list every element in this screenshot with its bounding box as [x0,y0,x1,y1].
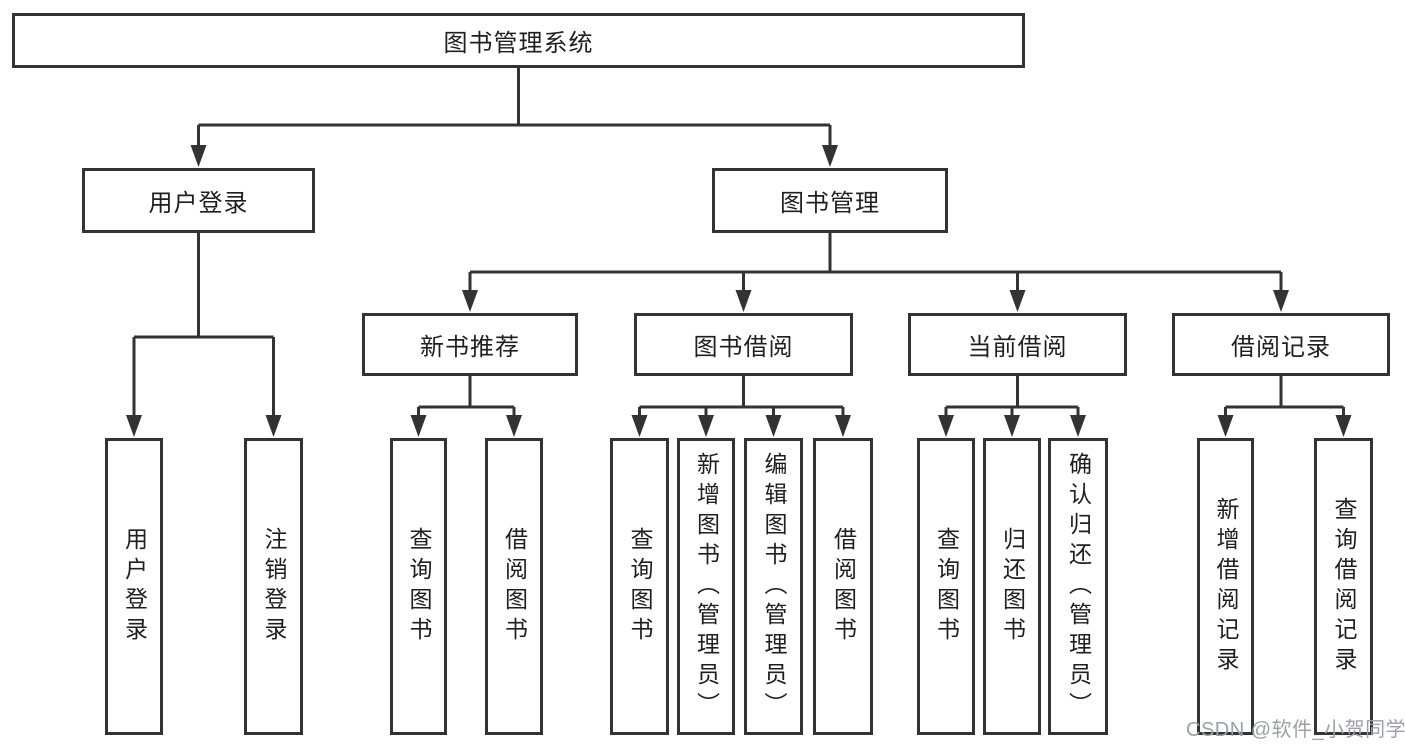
leaf-rec-query-book-label: 查询图书 [406,526,432,647]
leaf-bb-edit-book-admin-label: 编辑图书（管理员） [761,451,787,722]
arrow-down-icon [126,415,142,437]
arrow-down-icon [1273,290,1289,312]
leaf-logout-label: 注销登录 [261,526,287,647]
node-user-login: 用户登录 [82,168,315,233]
leaf-br-query-record: 查询借阅记录 [1314,438,1373,735]
arrowheads [126,145,1352,437]
node-book-borrowing: 图书借阅 [634,313,853,376]
leaf-cb-return-book-label: 归还图书 [999,526,1026,647]
node-book-management: 图书管理 [712,168,948,233]
arrow-down-icon [698,415,714,437]
node-borrowing-records: 借阅记录 [1172,313,1390,376]
arrow-down-icon [735,290,752,312]
arrow-down-icon [462,290,478,312]
leaf-cb-confirm-return-admin: 确认归还（管理员） [1048,438,1108,735]
arrow-down-icon [1070,415,1086,437]
node-new-book-recommend: 新书推荐 [362,313,578,376]
arrow-down-icon [1335,415,1352,437]
leaf-br-query-record-label: 查询借阅记录 [1331,496,1357,677]
leaf-rec-borrow-book: 借阅图书 [485,438,543,735]
node-user-login-label: 用户登录 [148,190,249,217]
arrow-down-icon [835,415,851,437]
arrow-down-icon [190,145,207,167]
csdn-watermark: CSDN @软件_小贺同学 [1186,719,1405,741]
node-book-borrowing-label: 图书借阅 [693,334,794,361]
arrow-down-icon [938,415,954,437]
arrow-down-icon [822,145,838,167]
arrow-down-icon [631,415,648,437]
leaf-br-add-record-label: 新增借阅记录 [1213,496,1239,677]
node-root-label: 图书管理系统 [443,30,594,57]
arrow-down-icon [1004,415,1020,437]
leaf-bb-edit-book-admin: 编辑图书（管理员） [744,438,803,735]
node-book-management-label: 图书管理 [780,190,880,217]
leaf-user-login: 用户登录 [105,438,163,735]
leaf-bb-query-book: 查询图书 [610,438,669,735]
leaf-cb-query-book: 查询图书 [917,438,975,735]
leaf-cb-return-book: 归还图书 [983,438,1041,735]
leaf-bb-query-book-label: 查询图书 [627,526,653,647]
leaf-bb-add-book-admin-label: 新增图书（管理员） [693,451,720,722]
leaf-logout: 注销登录 [244,438,303,735]
leaf-rec-query-book: 查询图书 [390,438,447,735]
arrow-down-icon [765,415,782,437]
leaf-rec-borrow-book-label: 借阅图书 [501,526,528,647]
arrow-down-icon [410,415,427,437]
leaf-bb-add-book-admin: 新增图书（管理员） [677,438,735,735]
leaf-cb-confirm-return-admin-label: 确认归还（管理员） [1065,451,1092,722]
arrow-down-icon [1009,290,1026,312]
arrow-down-icon [506,415,522,437]
arrow-down-icon [1217,415,1234,437]
leaf-cb-query-book-label: 查询图书 [933,526,960,647]
leaf-bb-borrow-book-label: 借阅图书 [830,526,857,647]
node-borrowing-records-label: 借阅记录 [1231,334,1331,361]
node-new-book-recommend-label: 新书推荐 [420,334,520,361]
node-current-borrowing-label: 当前借阅 [967,334,1068,361]
node-current-borrowing: 当前借阅 [908,313,1127,376]
node-root: 图书管理系统 [12,13,1025,68]
leaf-user-login-label: 用户登录 [121,526,148,647]
leaf-br-add-record: 新增借阅记录 [1197,438,1254,735]
leaf-bb-borrow-book: 借阅图书 [813,438,873,735]
arrow-down-icon [265,415,282,437]
